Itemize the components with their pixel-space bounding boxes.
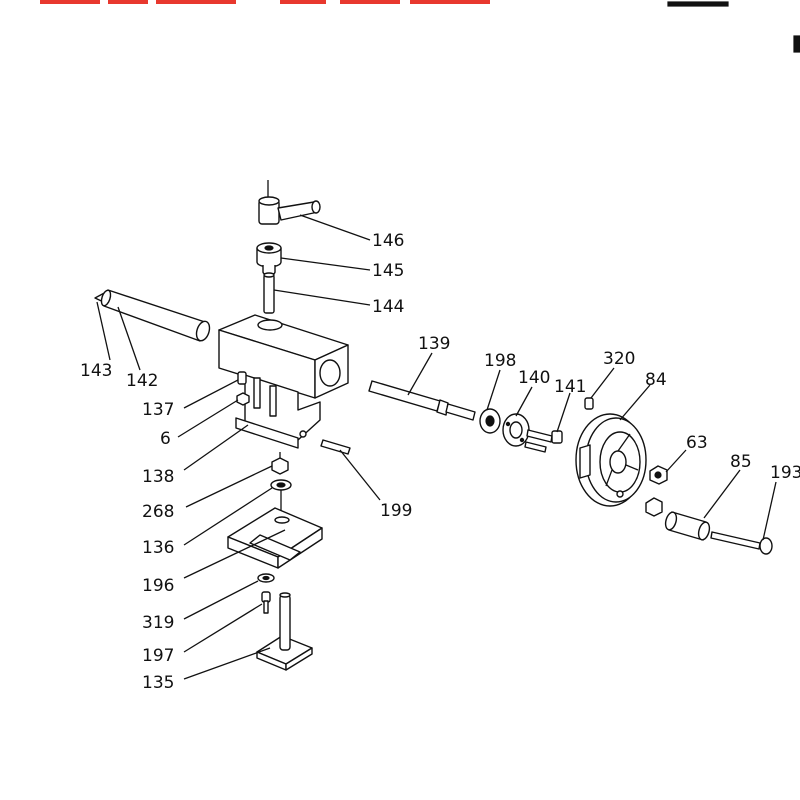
part-84-handwheel [575,413,647,507]
label-199: 199 [380,501,412,521]
label-85: 85 [730,452,752,472]
label-143: 143 [80,361,112,381]
part-85-handle-sleeve [645,497,711,541]
cropped-header-fragment [40,0,490,4]
part-320-grub-screw [584,397,594,410]
label-197: 197 [142,646,174,666]
label-193: 193 [770,463,800,483]
part-135-clamp-base [256,592,313,671]
label-63: 63 [686,433,708,453]
label-135: 135 [142,673,174,693]
part-141-cap-screws [524,429,563,453]
part-146-lock-lever [258,180,321,225]
part-319-washer [257,573,275,583]
label-268: 268 [142,502,174,522]
label-137: 137 [142,400,174,420]
label-141: 141 [554,377,586,397]
part-144-pin [263,272,275,314]
part-196-clamp-plate [227,507,323,569]
label-145: 145 [372,261,404,281]
part-labels: 146 145 144 143 142 139 198 140 141 320 … [80,231,800,693]
part-268-nut [271,452,289,475]
label-320: 320 [603,349,635,369]
label-136: 136 [142,538,174,558]
cropped-corner-mark [667,1,800,53]
part-6-nut [236,392,250,406]
part-63-nut [649,465,668,485]
label-140: 140 [518,368,550,388]
label-142: 142 [126,371,158,391]
part-145-collar [256,242,282,276]
part-137-set-screw [237,371,247,385]
label-146: 146 [372,231,404,251]
label-84: 84 [645,370,667,390]
leader-lines [96,214,777,680]
label-196: 196 [142,576,174,596]
part-139-leadscrew [368,380,476,421]
part-136-washer [270,479,292,512]
label-138: 138 [142,467,174,487]
label-139: 139 [418,334,450,354]
part-197-bolt [261,591,271,614]
label-144: 144 [372,297,404,317]
part-140-flange [502,413,530,447]
label-6: 6 [160,429,171,449]
part-198-bearing [479,408,501,434]
label-198: 198 [484,351,516,371]
tailstock-body [218,314,349,449]
label-319: 319 [142,613,174,633]
part-193-handle-screw [710,531,773,555]
part-142-quill [100,289,211,342]
part-199-pin [320,439,351,455]
